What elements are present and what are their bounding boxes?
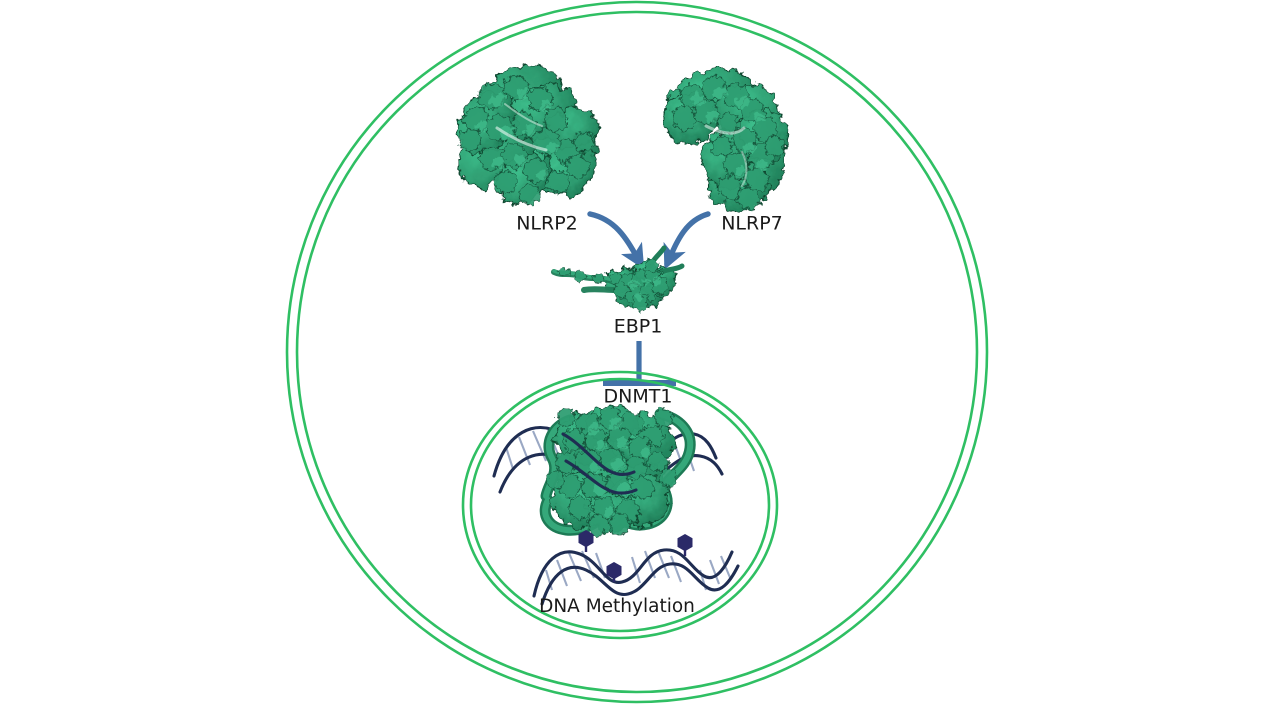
label-nlrp7: NLRP7 [721,213,783,235]
arrow-nlrp7-to-ebp1 [663,211,711,270]
dna-helix-upper-overlay [561,432,638,495]
label-ebp1: EBP1 [614,316,663,338]
protein-nlrp7 [663,68,789,213]
protein-dnmt1 [539,405,696,537]
cell-membrane [285,0,989,704]
label-dnmt1: DNMT1 [604,386,673,408]
dna-helix-lower [532,530,740,606]
nucleus-membrane [461,370,779,640]
label-dna-methylation: DNA Methylation [539,596,695,617]
methyl-mark [578,530,594,552]
methyl-mark [677,534,693,556]
inhibition-ebp1-to-dnmt1 [603,341,676,386]
protein-nlrp2 [456,65,599,205]
arrow-nlrp2-to-ebp1 [587,211,645,270]
protein-ebp1 [551,245,685,311]
label-nlrp2: NLRP2 [516,213,578,235]
methyl-mark [606,562,622,582]
